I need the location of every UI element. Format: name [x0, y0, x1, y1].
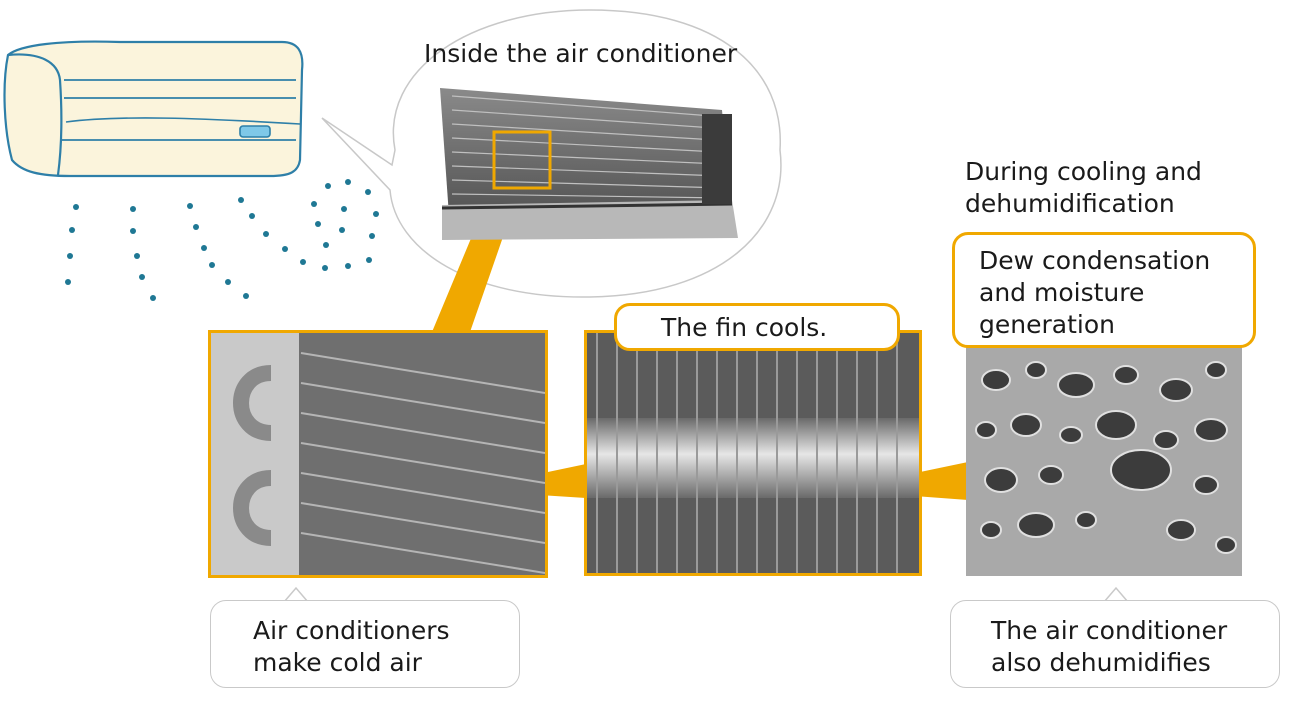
speech-bubble-title: Inside the air conditioner [424, 39, 738, 68]
air-conditioner-icon [3, 40, 304, 178]
cold-air-dots-icon [65, 179, 379, 301]
caption-left-box: Air conditioners make cold air [210, 600, 520, 688]
droplets-closeup-photo [966, 330, 1242, 576]
caption-right: The air conditioner also dehumidifies [991, 616, 1228, 677]
coil-closeup-illustration [211, 333, 545, 575]
droplets-illustration [966, 330, 1242, 576]
caption-left: Air conditioners make cold air [253, 616, 450, 677]
condensation-callout: Dew condensation and moisture generation [952, 232, 1256, 348]
inside-ac-photo [432, 80, 748, 242]
fin-label: The fin cools. [661, 313, 828, 342]
fin-closeup-illustration [587, 333, 919, 573]
coil-closeup-photo [208, 330, 548, 578]
condensation-label: Dew condensation and moisture generation [979, 246, 1211, 339]
fin-closeup-photo [584, 330, 922, 576]
caption-pointers [283, 586, 1129, 603]
caption-right-box: The air conditioner also dehumidifies [950, 600, 1280, 688]
evaporator-illustration [440, 88, 738, 240]
side-heading: During cooling and dehumidification [965, 157, 1202, 218]
fin-label-callout: The fin cools. [614, 303, 900, 351]
